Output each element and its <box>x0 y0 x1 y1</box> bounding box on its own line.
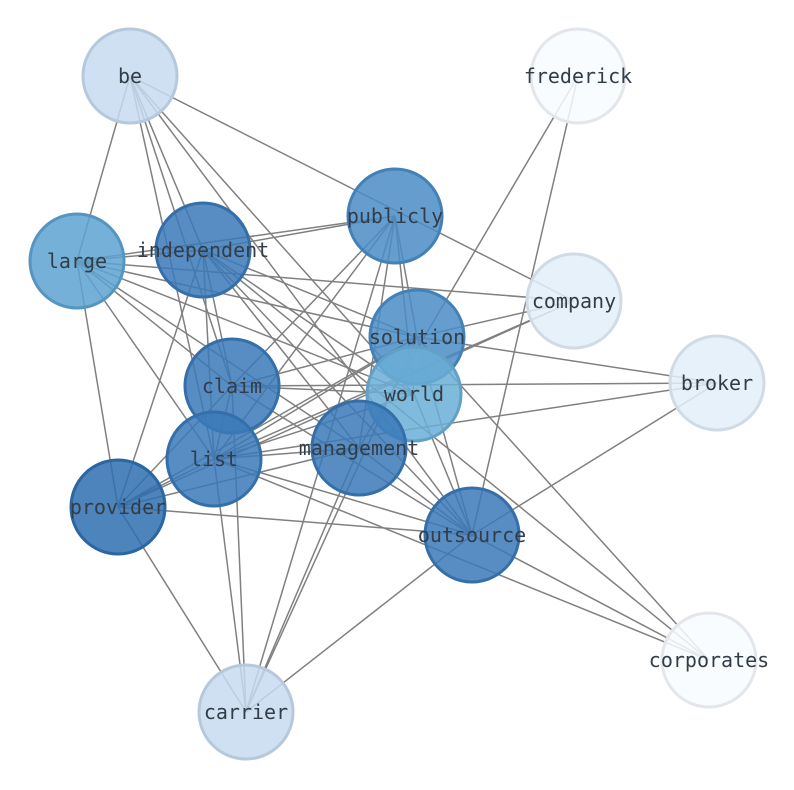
node-circle-publicly[interactable] <box>346 167 444 265</box>
node-label-claim: claim <box>202 374 262 398</box>
node-outsource[interactable]: outsource <box>418 486 526 584</box>
edge-independent-outsource <box>202 249 473 536</box>
nodes-layer: be frederick publicly independent large compa… <box>28 27 769 761</box>
edge-provider-outsource <box>117 506 473 536</box>
edge-large-solution <box>76 260 418 338</box>
edge-solution-broker <box>416 336 718 384</box>
node-large[interactable]: large <box>28 212 126 310</box>
node-circle-corporates[interactable] <box>660 611 758 709</box>
node-be[interactable]: be <box>81 27 179 125</box>
node-label-world: world <box>384 382 444 406</box>
node-management[interactable]: management <box>299 399 419 497</box>
node-label-management: management <box>299 436 419 460</box>
edge-solution-corporates <box>416 336 710 661</box>
node-circle-carrier[interactable] <box>197 663 295 761</box>
node-list[interactable]: list <box>165 410 263 508</box>
node-label-independent: independent <box>137 238 269 262</box>
node-label-carrier: carrier <box>204 700 288 724</box>
node-circle-broker[interactable] <box>668 334 766 432</box>
node-label-large: large <box>47 249 107 273</box>
node-carrier[interactable]: carrier <box>197 663 295 761</box>
node-circle-be[interactable] <box>81 27 179 125</box>
node-label-publicly: publicly <box>347 204 443 228</box>
node-provider[interactable]: provider <box>69 458 167 556</box>
edge-broker-claim <box>231 382 718 387</box>
node-label-broker: broker <box>681 371 753 395</box>
node-label-frederick: frederick <box>524 64 632 88</box>
node-label-list: list <box>190 447 238 471</box>
node-circle-independent[interactable] <box>154 201 252 299</box>
node-broker[interactable]: broker <box>668 334 766 432</box>
node-company[interactable]: company <box>525 252 623 350</box>
node-circle-large[interactable] <box>28 212 126 310</box>
node-label-outsource: outsource <box>418 523 526 547</box>
node-corporates[interactable]: corporates <box>649 611 769 709</box>
edge-broker-list <box>213 382 718 460</box>
node-circle-list[interactable] <box>165 410 263 508</box>
edge-be-outsource <box>129 75 473 536</box>
node-label-provider: provider <box>70 495 166 519</box>
node-independent[interactable]: independent <box>137 201 269 299</box>
edge-be-world <box>129 75 415 395</box>
node-circle-provider[interactable] <box>69 458 167 556</box>
node-circle-outsource[interactable] <box>423 486 521 584</box>
node-circle-frederick[interactable] <box>529 27 627 125</box>
node-publicly[interactable]: publicly <box>346 167 444 265</box>
node-frederick[interactable]: frederick <box>524 27 632 125</box>
edge-independent-corporates <box>202 249 710 661</box>
edge-frederick-outsource <box>471 75 579 536</box>
node-label-company: company <box>532 289 616 313</box>
node-label-corporates: corporates <box>649 648 769 672</box>
node-label-be: be <box>118 64 142 88</box>
node-circle-management[interactable] <box>310 399 408 497</box>
node-label-solution: solution <box>369 325 465 349</box>
edge-solution-provider <box>117 336 418 508</box>
edge-be-company <box>129 75 575 302</box>
node-circle-company[interactable] <box>525 252 623 350</box>
